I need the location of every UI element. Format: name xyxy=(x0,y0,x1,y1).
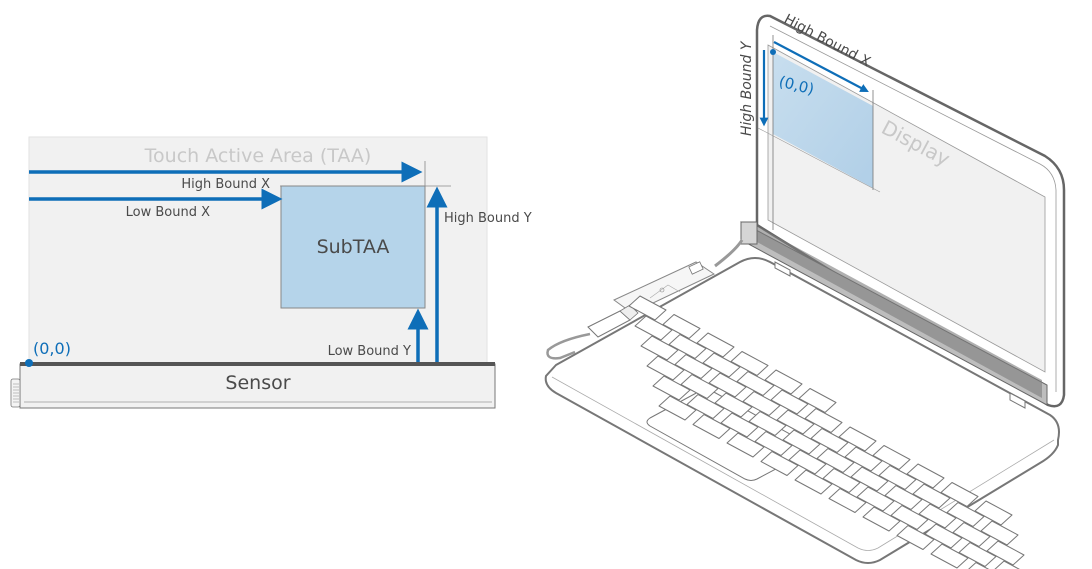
keyboard-key xyxy=(822,468,861,493)
high-bound-x-label: High Bound X xyxy=(181,177,270,192)
display-origin-point xyxy=(770,49,776,55)
display-subtaa-region xyxy=(773,52,873,188)
keyboard-key xyxy=(726,432,765,458)
origin-point xyxy=(25,359,33,367)
display-high-bound-y-label: High Bound Y xyxy=(739,40,755,136)
keyboard-key xyxy=(974,500,1013,526)
sensor-top-edge xyxy=(20,362,495,366)
keyboard-key xyxy=(810,428,849,453)
keyboard-key xyxy=(782,429,821,455)
left-diagram: Touch Active Area (TAA) SubTAA High Boun… xyxy=(10,136,532,409)
keyboard-key xyxy=(674,354,713,379)
keyboard-key xyxy=(968,562,990,569)
low-bound-x-label: Low Bound X xyxy=(126,205,210,220)
usb-cable xyxy=(546,332,591,360)
usb-connector xyxy=(587,304,639,338)
keyboard-key xyxy=(680,374,719,399)
keyboard-key xyxy=(850,466,889,492)
keyboard-key xyxy=(828,488,867,513)
keyboard-key xyxy=(646,355,685,381)
taa-label: Touch Active Area (TAA) xyxy=(144,145,372,167)
subtaa-label: SubTAA xyxy=(317,236,390,258)
keyboard-key xyxy=(770,389,809,415)
keyboard-key xyxy=(668,334,707,359)
keyboard-key xyxy=(980,520,1019,546)
keyboard-key xyxy=(838,426,877,452)
keyboard-key xyxy=(912,483,951,509)
keyboard-key xyxy=(844,446,883,472)
keyboard-key xyxy=(940,482,979,507)
laptop-lid-inner-edge xyxy=(769,25,1057,392)
keyboard-key xyxy=(946,502,985,527)
sensor-cable xyxy=(714,239,744,268)
keyboard-key xyxy=(788,449,827,475)
keyboard-key xyxy=(720,412,759,438)
display-guide-horizontal xyxy=(757,127,881,193)
keyboard-key xyxy=(692,414,731,439)
keyboard-key xyxy=(918,503,957,529)
keyboard-key xyxy=(748,411,787,436)
keyboard-key xyxy=(754,431,793,456)
keyboard-key xyxy=(736,371,775,396)
keyboard-key xyxy=(662,314,701,339)
keyboard-key xyxy=(872,445,911,470)
subtaa-region xyxy=(280,185,426,309)
keyboard-key xyxy=(696,332,735,358)
sensor-bar xyxy=(19,363,496,409)
keyboard-key xyxy=(856,486,895,512)
keyboard-key xyxy=(686,394,725,419)
keyboard-key xyxy=(708,372,747,398)
keyboard-key xyxy=(640,335,679,361)
laptop-sensor-bar-highlight xyxy=(757,226,1042,398)
keyboard-key xyxy=(714,392,753,418)
keyboard-key xyxy=(816,448,855,473)
laptop-illustration: Display (0,0) High Bound X High Bound Y xyxy=(544,11,1066,569)
keyboard-key xyxy=(804,408,843,433)
sensor-label: Sensor xyxy=(225,372,290,394)
keyboard-key xyxy=(776,409,815,435)
keyboard-key xyxy=(884,485,923,510)
keyboard-key xyxy=(730,351,769,376)
low-bound-y-label: Low Bound Y xyxy=(328,344,411,359)
keyboard-key xyxy=(958,542,997,567)
keyboard-key xyxy=(862,506,901,532)
keyboard-key xyxy=(764,369,803,395)
keyboard-key xyxy=(628,295,667,321)
keyboard-key xyxy=(652,375,691,401)
keyboard-key xyxy=(930,543,969,569)
keyboard-key xyxy=(896,525,935,550)
keyboard xyxy=(628,295,1025,569)
hinge-clip-right xyxy=(1009,392,1026,409)
origin-label: (0,0) xyxy=(33,339,71,358)
keyboard-key xyxy=(798,388,837,413)
keyboard-key xyxy=(634,315,673,341)
high-bound-y-label: High Bound Y xyxy=(444,211,532,226)
keyboard-key xyxy=(760,451,799,476)
keyboard-key xyxy=(952,522,991,547)
keyboard-key xyxy=(794,469,833,495)
keyboard-key xyxy=(986,540,1025,566)
keyboard-key xyxy=(924,523,963,549)
keyboard-key xyxy=(906,463,945,489)
laptop-sensor-end xyxy=(740,221,758,245)
keyboard-key xyxy=(878,465,917,490)
sensor-connector-icon xyxy=(10,378,21,408)
keyboard-key xyxy=(994,560,1020,569)
laptop-base-inner-edge xyxy=(551,376,1055,551)
hinge-clip-left xyxy=(774,261,791,277)
keyboard-key xyxy=(742,391,781,416)
display-high-bound-x-arrow xyxy=(773,41,869,93)
keyboard-key xyxy=(658,395,697,421)
keyboard-key xyxy=(702,352,741,378)
keyboard-key xyxy=(890,505,929,530)
